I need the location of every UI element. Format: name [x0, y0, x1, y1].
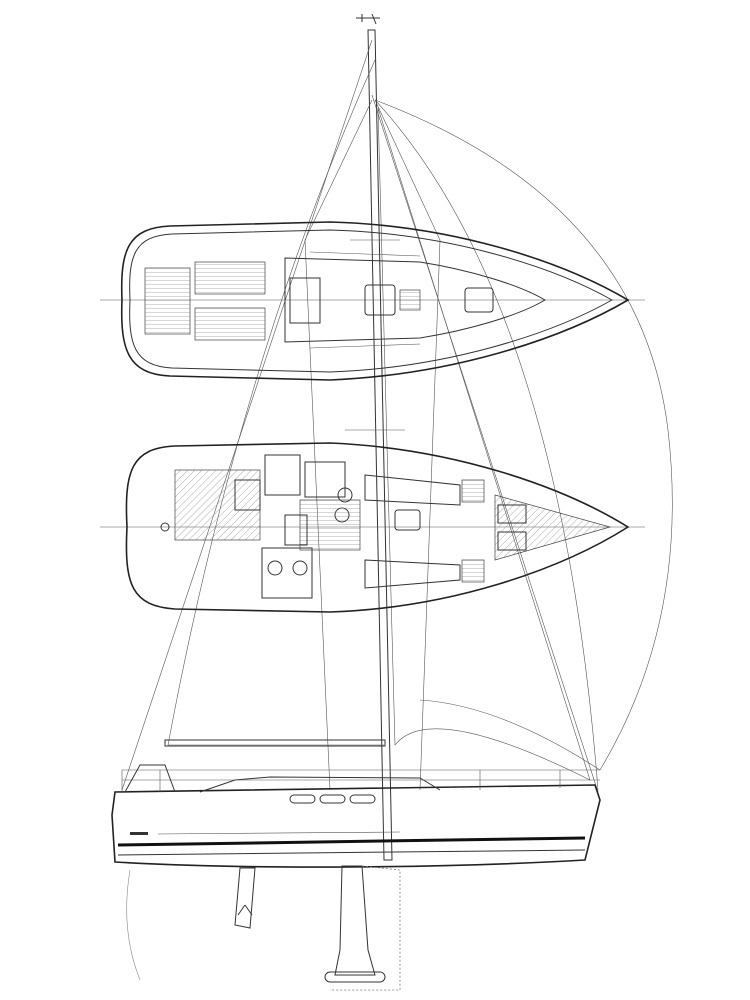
rudder-post: [160, 522, 170, 532]
backstay: [121, 39, 373, 791]
forward-locker-stbd: [461, 559, 485, 583]
rudder: [234, 867, 256, 929]
pushpit: [124, 764, 176, 793]
forward-hatch: [464, 287, 494, 313]
forward-locker-port: [461, 479, 485, 503]
shrouds: [304, 99, 441, 791]
saloon-settee-stbd: [364, 559, 461, 589]
hull-name-underline: [157, 831, 401, 835]
saloon-settee-port: [364, 474, 461, 506]
genoa-tracks: [309, 251, 421, 349]
boom: [164, 739, 386, 747]
head-compartment: [261, 547, 313, 599]
keel: [334, 865, 376, 976]
galley: [304, 461, 346, 498]
genoa: [377, 107, 591, 781]
boot-stripe: [117, 849, 586, 856]
side-profile-view: [111, 764, 601, 991]
coachroof: [284, 257, 546, 343]
coachroof-profile: [199, 776, 441, 793]
aft-cabin-locker: [234, 479, 261, 511]
aft-cabin-berth: [174, 469, 261, 541]
deck-inner-outline: [129, 229, 614, 373]
guardrails: [121, 769, 600, 793]
hull-profile: [111, 784, 601, 868]
interior-plan-view: [100, 442, 645, 613]
spinnaker-luff: [374, 99, 599, 791]
mainsail: [167, 59, 384, 746]
spinnaker-sheet: [419, 699, 601, 771]
masthead-wind-indicator-icon: [356, 13, 380, 25]
portlight: [349, 794, 376, 804]
rig: [121, 13, 673, 861]
hull-name-mark: [130, 832, 148, 835]
forestay: [371, 94, 599, 793]
propeller: [237, 904, 253, 916]
rudder-shallow-outline: [126, 869, 141, 981]
helm-area: [144, 267, 191, 335]
saloon-table: [394, 509, 421, 531]
keel-deep-option: [330, 865, 401, 991]
interior-hull-outline: [125, 442, 630, 613]
deck-plan-view: [100, 221, 645, 381]
portlights: [289, 794, 376, 804]
cockpit-seat-port: [194, 261, 266, 295]
sheer-stripe: [117, 836, 586, 847]
hatch-main: [364, 284, 396, 316]
forward-vberth: [494, 494, 612, 561]
companionway-hatch: [289, 277, 321, 324]
nav-station: [264, 454, 301, 496]
deck-hull-outline: [120, 221, 630, 381]
spinnaker: [374, 99, 673, 771]
vberth-cushion-stbd: [497, 531, 527, 551]
hatch-fore: [399, 289, 421, 311]
vberth-cushion-port: [497, 504, 527, 524]
portlight: [289, 794, 316, 804]
cockpit-seat-stbd: [194, 307, 266, 341]
head-basin: [292, 560, 308, 576]
portlight: [319, 794, 346, 804]
companionway-steps: [284, 514, 308, 546]
mast: [367, 29, 393, 861]
toilet: [267, 560, 283, 576]
saloon-floor: [299, 499, 361, 551]
keel-bulb: [324, 971, 386, 983]
